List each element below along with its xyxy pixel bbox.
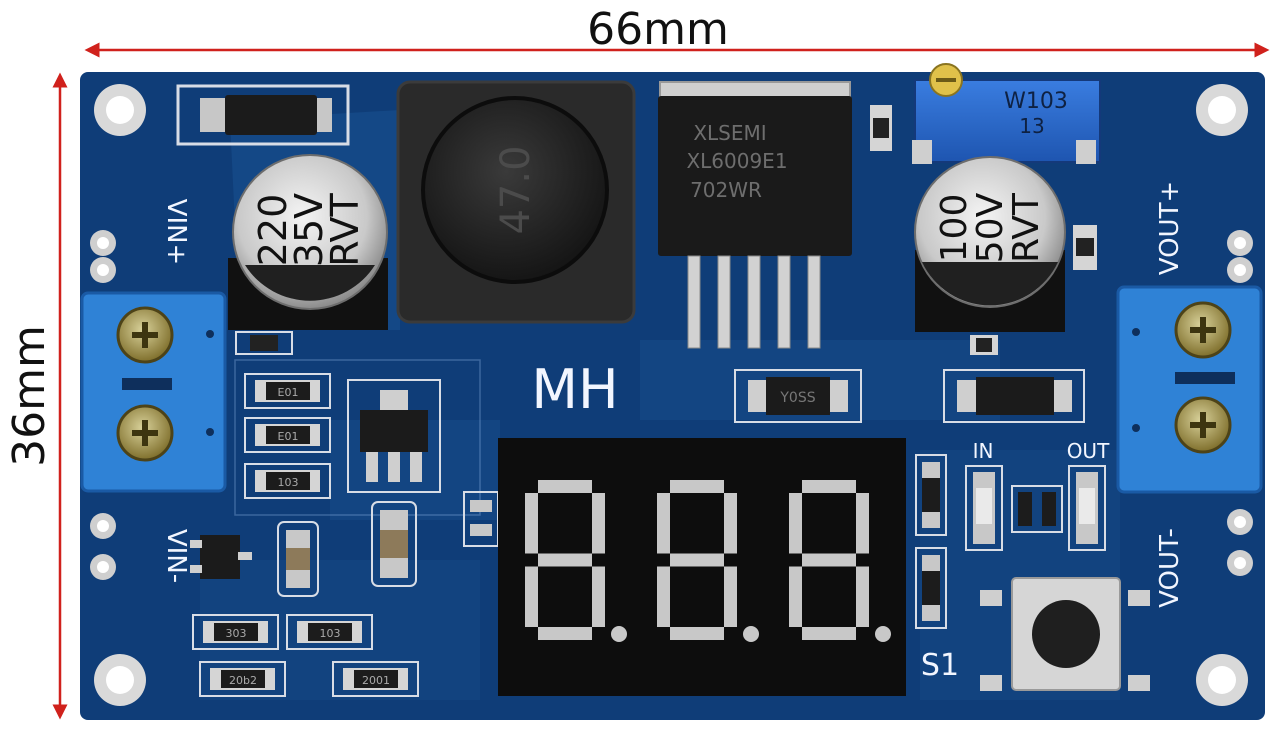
height-label: 36mm xyxy=(4,325,55,467)
segment-a xyxy=(802,480,856,493)
resistor-r7: 2001 xyxy=(332,661,419,697)
mosfet-label: Y0SS xyxy=(779,390,815,406)
brand-label: MH xyxy=(531,358,618,421)
label-vin-plus: VIN+ xyxy=(161,199,191,266)
height-dimension: 36mm xyxy=(4,72,68,720)
segment-g xyxy=(538,553,592,567)
svg-text:103: 103 xyxy=(278,476,299,489)
cap-out-value: 100 xyxy=(934,194,975,263)
resistor-r6: 20b2 xyxy=(199,661,286,697)
resistor-r5: 103 xyxy=(286,614,373,650)
digit-1 xyxy=(525,480,627,642)
input-terminal-block xyxy=(80,291,227,493)
resistor-r2: E01 xyxy=(244,417,331,453)
label-s1: S1 xyxy=(921,648,959,683)
width-dimension: 66mm xyxy=(84,4,1270,58)
svg-text:303: 303 xyxy=(226,627,247,640)
smd-cap-right xyxy=(1073,225,1097,270)
resistor-display-bottom xyxy=(915,547,947,629)
segment-g xyxy=(670,553,724,567)
segment-a xyxy=(670,480,724,493)
svg-text:20b2: 20b2 xyxy=(229,674,257,687)
segment-d xyxy=(538,627,592,640)
segment-b xyxy=(592,493,605,554)
ceramic-capacitor-2 xyxy=(371,501,417,587)
pad-holes xyxy=(90,230,1253,580)
segment-e xyxy=(657,566,670,627)
svg-text:E01: E01 xyxy=(278,386,299,399)
smd-small-left xyxy=(235,331,293,355)
out-led xyxy=(1068,465,1106,551)
label-vin-minus: VIN- xyxy=(161,529,191,583)
svg-text:E01: E01 xyxy=(278,430,299,443)
trimmer-potentiometer[interactable]: W103 13 xyxy=(912,63,1101,164)
segment-f xyxy=(525,493,538,554)
output-terminal-block xyxy=(1116,285,1263,494)
pot-code: W103 xyxy=(1004,89,1068,114)
segment-g xyxy=(802,553,856,567)
pot-batch: 13 xyxy=(1019,114,1044,138)
schottky-diode xyxy=(176,84,350,146)
cap-in-series: RVT xyxy=(323,192,367,266)
power-inductor: 47.0 xyxy=(396,80,636,324)
segment-d xyxy=(802,627,856,640)
led-resistors xyxy=(1011,485,1063,533)
diode-right xyxy=(943,369,1085,423)
svg-text:103: 103 xyxy=(320,627,341,640)
transistor-sot23 xyxy=(190,535,252,579)
segment-c xyxy=(856,566,869,627)
display-digits xyxy=(525,480,891,642)
label-vout-plus: VOUT+ xyxy=(1155,181,1185,276)
label-in-led: IN xyxy=(973,439,994,463)
smd-small-right xyxy=(970,335,998,355)
resistor-r4: 303 xyxy=(192,614,279,650)
segment-b xyxy=(724,493,737,554)
decimal-point xyxy=(611,626,627,642)
mounting-hole-bottom-left xyxy=(94,654,146,706)
button-cap xyxy=(1032,600,1100,668)
digit-2 xyxy=(657,480,759,642)
mounting-hole-top-right xyxy=(1196,84,1248,136)
cap-in-voltage: 35V xyxy=(287,193,331,267)
push-button-s1[interactable] xyxy=(980,577,1150,691)
digit-3 xyxy=(789,480,891,642)
input-capacitor: 220 35V RVT xyxy=(228,154,388,330)
segment-f xyxy=(657,493,670,554)
segment-b xyxy=(856,493,869,554)
segment-e xyxy=(789,566,802,627)
decimal-point xyxy=(743,626,759,642)
resistor-r3: 103 xyxy=(244,463,331,499)
mounting-hole-bottom-right xyxy=(1196,654,1248,706)
smd-resistor-top xyxy=(870,105,892,151)
cap-in-value: 220 xyxy=(251,194,295,267)
label-out-led: OUT xyxy=(1067,439,1110,463)
segment-f xyxy=(789,493,802,554)
decimal-point xyxy=(875,626,891,642)
width-label: 66mm xyxy=(587,4,729,55)
segment-c xyxy=(592,566,605,627)
output-capacitor: 100 50V RVT xyxy=(914,156,1066,332)
ic-part: XL6009E1 xyxy=(686,149,787,173)
segment-d xyxy=(670,627,724,640)
ceramic-capacitor-1 xyxy=(277,521,319,597)
mounting-hole-top-left xyxy=(94,84,146,136)
svg-text:2001: 2001 xyxy=(362,674,390,687)
segment-e xyxy=(525,566,538,627)
ic-code: 702WR xyxy=(690,178,762,202)
label-vout-minus: VOUT- xyxy=(1155,528,1185,608)
segment-a xyxy=(538,480,592,493)
cap-out-series: RVT xyxy=(1006,192,1047,263)
resistor-r1: E01 xyxy=(244,373,331,409)
boost-converter-ic: XLSEMI XL6009E1 702WR xyxy=(658,81,852,349)
seven-segment-display xyxy=(498,438,906,696)
voltage-regulator xyxy=(347,379,441,493)
mosfet: Y0SS xyxy=(734,369,862,423)
inductor-label: 47.0 xyxy=(493,145,539,234)
ic-brand: XLSEMI xyxy=(693,121,766,145)
in-led xyxy=(965,465,1003,551)
resistor-display-top xyxy=(915,454,947,536)
segment-c xyxy=(724,566,737,627)
cap-out-voltage: 50V xyxy=(970,192,1011,263)
